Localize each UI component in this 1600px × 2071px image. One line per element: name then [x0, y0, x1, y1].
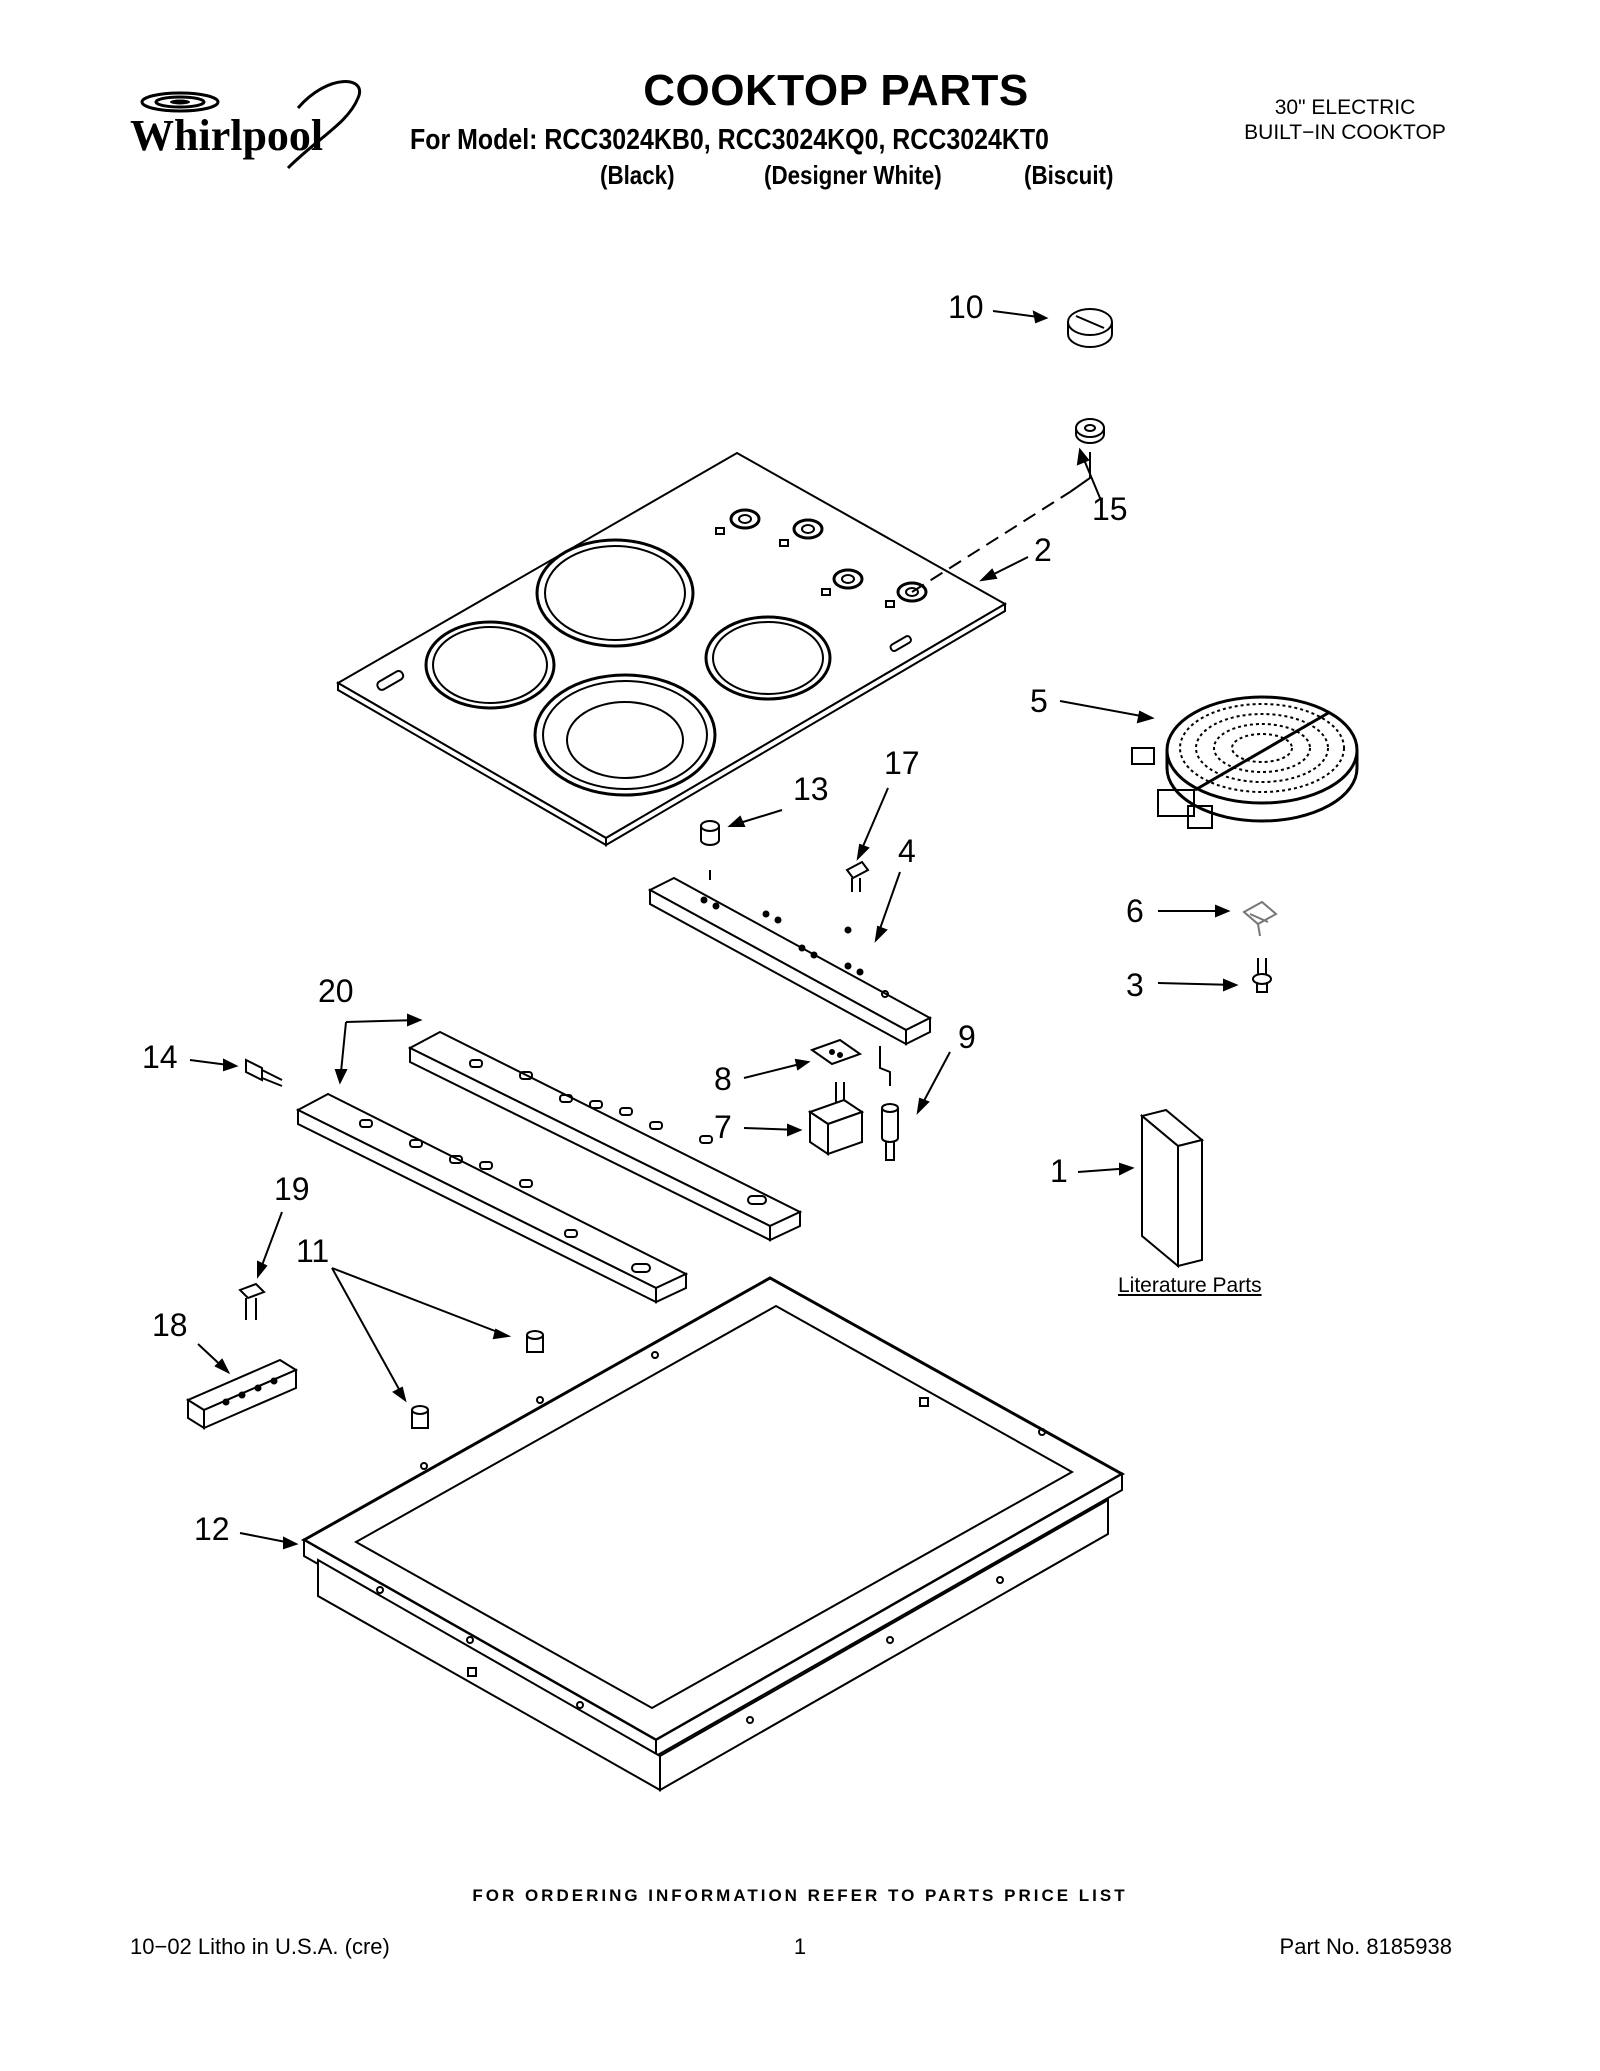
color-biscuit: (Biscuit) [1024, 160, 1114, 190]
literature-part [1139, 1108, 1205, 1269]
radiant-surface-element-part [1131, 695, 1359, 829]
knob-part [1067, 308, 1113, 348]
callout-20: 20 [318, 973, 354, 1009]
clamp-screw-part [238, 1282, 266, 1320]
product-type-line1: 30" ELECTRIC [1274, 96, 1416, 119]
callout-18: 18 [152, 1307, 188, 1343]
switch-insulator-part [809, 1038, 863, 1066]
color-black: (Black) [600, 160, 675, 190]
callout-17: 17 [884, 745, 920, 781]
ordering-note: FOR ORDERING INFORMATION REFER TO PARTS … [472, 1886, 1128, 1905]
callout-arrows [189, 310, 1239, 1550]
literature-parts-label: Literature Parts [1118, 1274, 1262, 1297]
model-numbers: For Model: RCC3024KB0, RCC3024KQ0, RCC30… [410, 124, 1049, 156]
svg-text:Whirlpool: Whirlpool [130, 111, 323, 160]
knob-seal-part [1075, 418, 1105, 444]
callout-7: 7 [714, 1109, 732, 1145]
callout-4: 4 [898, 833, 916, 869]
callout-9: 9 [958, 1019, 976, 1055]
side-bracket-lower-part [295, 1092, 689, 1304]
bracket-mounting-screw-part [245, 1058, 283, 1087]
litho-note: 10−02 Litho in U.S.A. (cre) [130, 1934, 390, 1959]
switch-screw-part [844, 860, 870, 934]
callout-19: 19 [274, 1171, 310, 1207]
terminal-part [881, 1103, 899, 1161]
callout-10: 10 [948, 289, 984, 325]
cooktop-frame-part [300, 1276, 1126, 1792]
callout-5: 5 [1030, 683, 1048, 719]
page-title: COOKTOP PARTS [643, 66, 1029, 115]
part-number: Part No. 8185938 [1279, 1934, 1452, 1959]
element-screw-part [1252, 958, 1272, 993]
callout-15: 15 [1092, 491, 1128, 527]
callout-13: 13 [793, 771, 829, 807]
element-bracket-part [1242, 900, 1278, 937]
switch-bracket-part [647, 876, 933, 1046]
spacer-stud-upper-part [526, 1330, 544, 1404]
callout-6: 6 [1126, 893, 1144, 929]
callout-12: 12 [194, 1511, 230, 1547]
whirlpool-logo: Whirlpool [130, 80, 362, 170]
side-bracket-upper-part [407, 1030, 803, 1242]
product-type-line2: BUILT−IN COOKTOP [1244, 121, 1446, 144]
callout-3: 3 [1126, 967, 1144, 1003]
bracket-screw-part [700, 820, 720, 846]
callout-8: 8 [714, 1061, 732, 1097]
callout-1: 1 [1050, 1153, 1068, 1189]
page-number: 1 [793, 1934, 807, 1959]
callout-2: 2 [1034, 532, 1052, 568]
color-designer-white: (Designer White) [764, 160, 942, 190]
spacer-stud-lower-part [411, 1405, 429, 1470]
callout-11: 11 [296, 1233, 329, 1269]
infinite-switch-part [807, 1082, 865, 1156]
clamp-bracket-part [185, 1358, 299, 1430]
callout-14: 14 [142, 1039, 178, 1075]
glass-cooktop-part [336, 451, 1008, 847]
